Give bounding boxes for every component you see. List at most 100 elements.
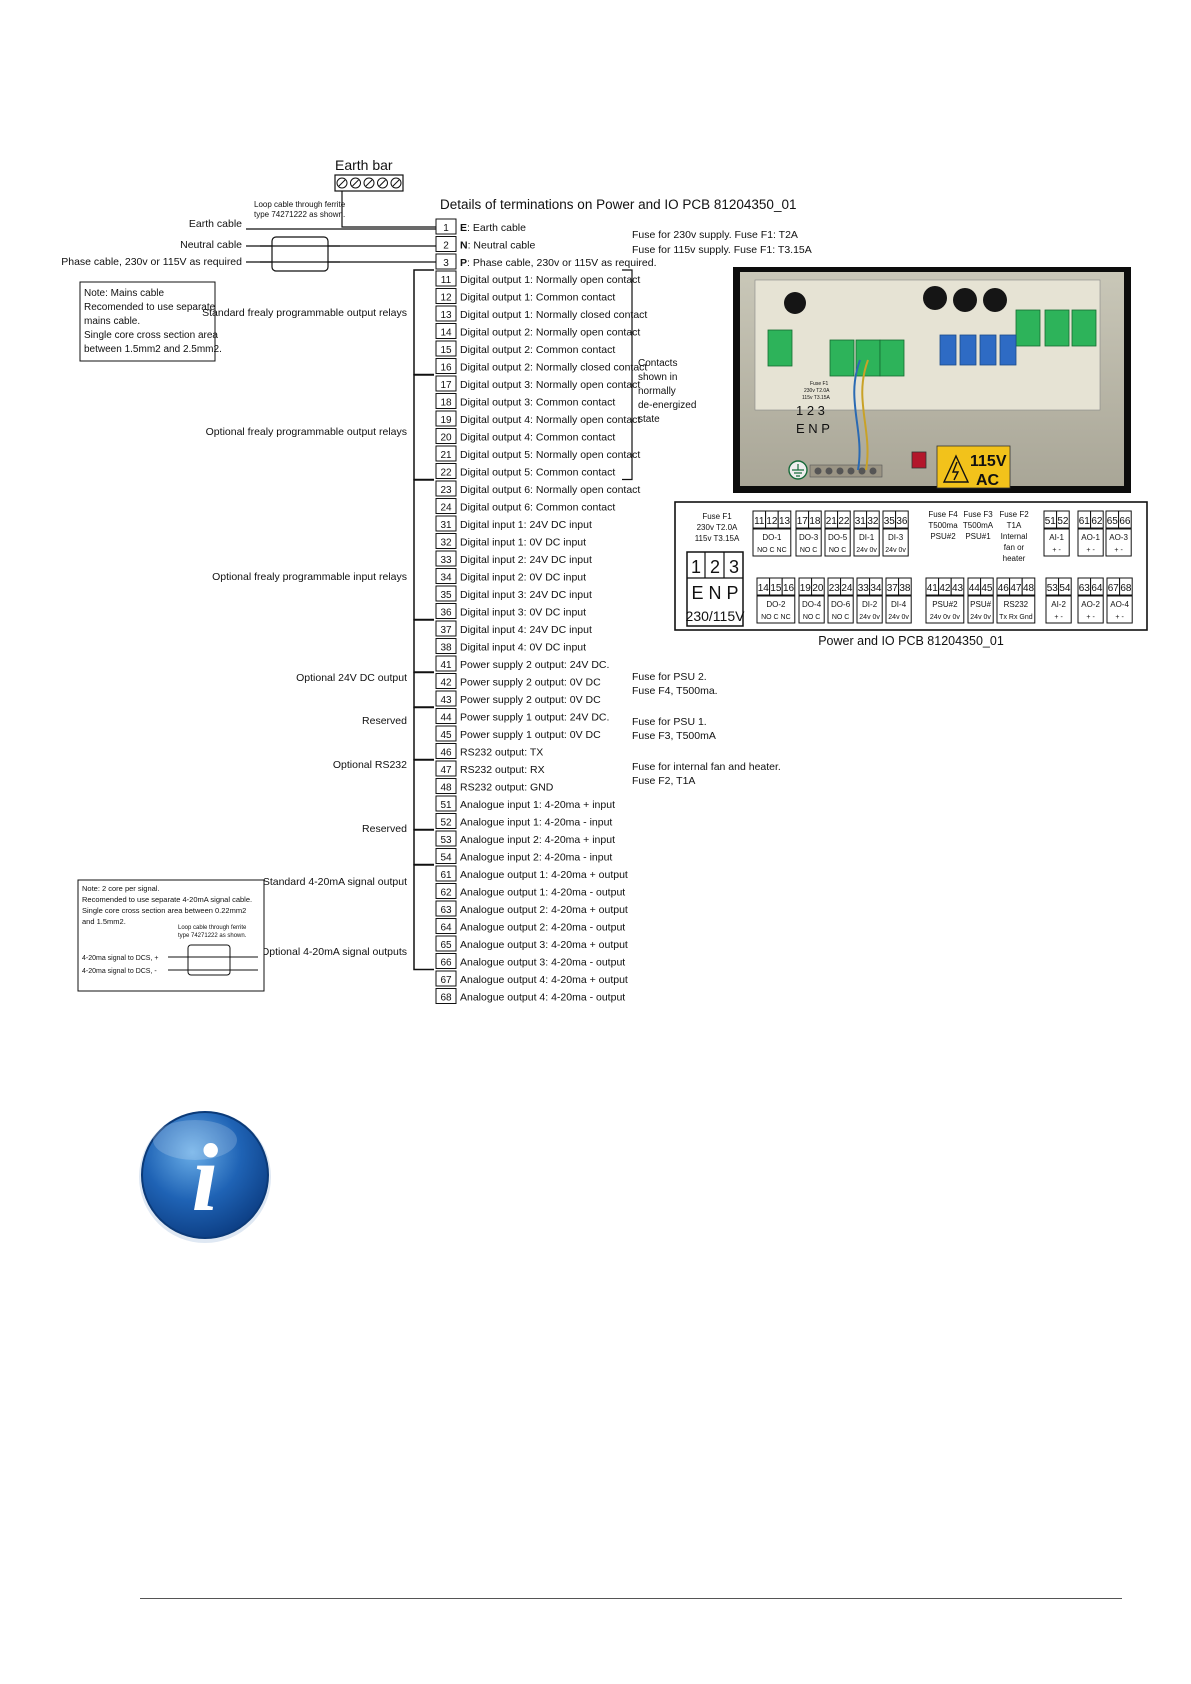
group-label: Optional RS232 [333, 759, 407, 771]
group-bracket [413, 706, 434, 761]
terminal-number: 18 [440, 398, 452, 409]
fuse-note-line: Fuse for PSU 1. [632, 716, 707, 728]
pcb-terminal-number: 42 [939, 583, 951, 594]
terminal-number: 65 [440, 940, 452, 951]
fuse-f2-line: fan or [1004, 543, 1025, 552]
contacts-note-line: shown in [638, 372, 677, 383]
pcb-photo: Fuse F1 230v T2.0A 115v T3.15A 1 2 3 E N… [733, 267, 1131, 493]
pcb-terminal-number: 37 [887, 583, 899, 594]
signal-wire-label: 4-20ma signal to DCS, - [82, 968, 157, 975]
pcb-group-pins: + - [1052, 547, 1061, 554]
contacts-note-line: state [638, 414, 660, 425]
terminal-description: Digital output 2: Common contact [460, 344, 615, 356]
terminal-number: 2 [443, 241, 449, 252]
terminal-number: 52 [440, 818, 452, 829]
terminal-number-box [435, 900, 457, 917]
pcb-group-box [1077, 595, 1104, 624]
terminal-number-box [435, 708, 457, 724]
terminal-number-box [435, 848, 457, 864]
signal-note: Note: 2 core per signal. Recomended to u… [77, 879, 265, 992]
pcb-terminal-number: 54 [1059, 583, 1071, 594]
terminal-number-box [435, 603, 457, 619]
terminal-number-box [435, 463, 457, 479]
terminal-description: Digital output 3: Common contact [460, 397, 615, 409]
pcb-terminal-number: 11 [754, 516, 765, 527]
terminal-description: RS232 output: TX [460, 747, 543, 759]
pcb-terminal-cell [1119, 577, 1133, 596]
terminal-description: Analogue input 1: 4-20ma + input [460, 799, 615, 811]
pcb-group-pins: + - [1115, 614, 1124, 621]
terminal-description: E: Earth cable [460, 222, 526, 234]
fuse-note-line: Fuse for 115v supply. Fuse F1: T3.15A [632, 244, 812, 256]
terminal-number: 38 [440, 643, 452, 654]
mains-note-line: between 1.5mm2 and 2.5mm2. [84, 344, 222, 355]
pcb-group-name: DO-2 [766, 600, 786, 609]
terminal-description: Digital output 2: Normally closed contac… [460, 362, 647, 374]
terminal-row: 18 Digital output 3: Common contact [435, 393, 615, 409]
pcb-group-pins: NO C [800, 547, 818, 554]
fuse-f2-line: heater [1003, 554, 1026, 563]
terminal-number-box [435, 393, 457, 409]
pcb-terminal-number: 35 [884, 516, 896, 527]
green-terminal-block [829, 339, 855, 377]
terminal-number: 22 [440, 468, 452, 479]
green-terminal-block [855, 339, 881, 377]
group-bracket [413, 269, 434, 376]
terminal-number: 32 [440, 538, 452, 549]
group-bracket [413, 864, 434, 971]
mains-note-line: Recomended to use separate [84, 302, 216, 313]
signal-note-ferrite: Loop cable through ferrite [178, 925, 247, 931]
terminal-description: Digital output 4: Normally open contact [460, 414, 640, 426]
pcb-terminal-number: 23 [829, 583, 841, 594]
terminal-number: 41 [440, 660, 452, 671]
terminal-number-box [435, 480, 457, 497]
terminal-description: Digital input 3: 0V DC input [460, 607, 586, 619]
terminal-number: 51 [440, 800, 452, 811]
blue-fuse-block [979, 334, 997, 366]
terminal-number: 31 [440, 520, 452, 531]
terminal-number: 67 [440, 975, 452, 986]
fuse-f2-line: Fuse F2 [999, 510, 1029, 519]
group-label: Reserved [362, 823, 407, 835]
pcb-terminal-number: 31 [855, 516, 867, 527]
pcb-group-box [885, 595, 912, 624]
terminal-number: 16 [440, 363, 452, 374]
terminal-number-box [435, 638, 457, 654]
terminal-description: Power supply 1 output: 24V DC. [460, 712, 609, 724]
terminal-number: 34 [440, 573, 452, 584]
pcb-group-box [1043, 528, 1070, 557]
pcb-terminal-number: 16 [783, 583, 795, 594]
pcb-terminal-number: 63 [1079, 583, 1091, 594]
terminal-description: Digital output 2: Normally open contact [460, 327, 640, 339]
terminal-number-box [435, 813, 457, 829]
supply-cables: Earth cable Neutral cable Phase cable, 2… [61, 191, 436, 272]
terminal-number-box [435, 253, 457, 270]
blue-fuse-block [959, 334, 977, 366]
terminal-description: Analogue output 1: 4-20ma + output [460, 869, 628, 881]
pcb-group-pins: 24v 0v 0v [930, 614, 960, 621]
pcb-terminal-cell [811, 577, 825, 596]
group-bracket [413, 619, 434, 673]
mains-terminal-number: 1 [691, 557, 701, 577]
green-terminal-block [1044, 309, 1070, 347]
pcb-group-name: DO-5 [828, 533, 848, 542]
terminal-number-box [435, 375, 457, 392]
mains-terminal-letters: E N P [691, 583, 738, 603]
pcb-group-name: DO-1 [762, 533, 782, 542]
pcb-terminal-number: 43 [952, 583, 964, 594]
terminal-description: Digital output 6: Normally open contact [460, 484, 640, 496]
pcb-group-pins: 24v 0v [885, 547, 906, 554]
pcb-group-box [1077, 528, 1104, 557]
